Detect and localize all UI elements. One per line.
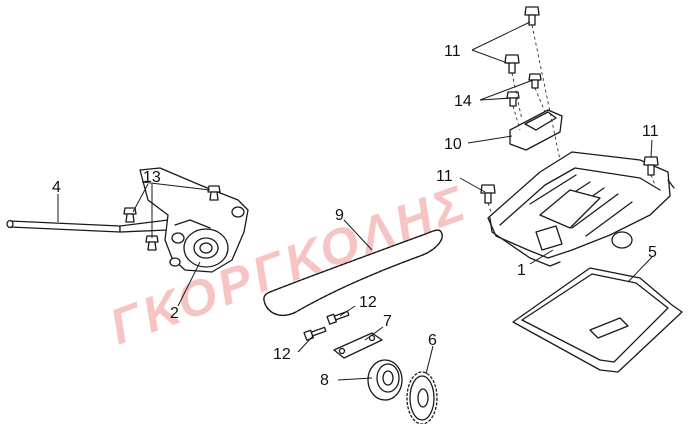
breather-part <box>509 109 563 151</box>
callout-10: 10 <box>444 136 462 153</box>
sprocket-bolts <box>303 310 350 341</box>
callout-11-left: 11 <box>436 168 453 185</box>
callout-8: 8 <box>320 372 329 389</box>
lock-plate-part <box>333 332 383 359</box>
head-cover-part <box>487 151 675 267</box>
cover-bolts <box>480 6 659 216</box>
callout-12-lower: 12 <box>273 346 291 363</box>
shaft-part <box>6 219 121 233</box>
leader-lines <box>57 21 653 381</box>
cam-chain-part <box>263 229 443 317</box>
callout-9: 9 <box>335 207 344 224</box>
callout-14: 14 <box>454 93 472 110</box>
cam-holder-part <box>119 167 249 273</box>
callout-labels: 4 13 2 9 12 12 7 8 6 11 14 10 11 11 1 5 <box>52 43 659 389</box>
callout-2: 2 <box>170 305 179 322</box>
callout-6: 6 <box>428 332 437 349</box>
cam-part <box>367 359 403 401</box>
callout-11-top: 11 <box>444 43 461 60</box>
gasket-part <box>512 267 683 373</box>
callout-12-upper: 12 <box>359 294 377 311</box>
callout-1: 1 <box>517 262 526 279</box>
callout-7: 7 <box>383 313 392 330</box>
callout-13: 13 <box>143 169 161 186</box>
callout-5: 5 <box>648 244 657 261</box>
callout-11-right: 11 <box>642 123 659 140</box>
callout-4: 4 <box>52 179 61 196</box>
sprocket-part <box>406 371 438 424</box>
